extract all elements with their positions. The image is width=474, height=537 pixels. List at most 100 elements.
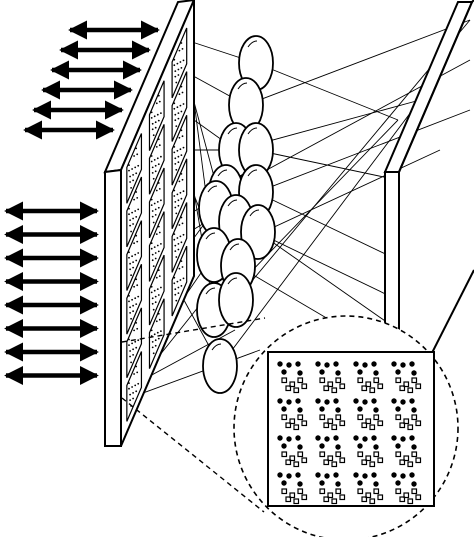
tile-dot — [133, 329, 136, 332]
ray-line — [255, 62, 399, 121]
inset-dot — [353, 361, 359, 367]
inset-dot — [281, 480, 287, 486]
inset-square — [327, 418, 334, 425]
tile-dot — [137, 382, 140, 385]
tile-dot — [176, 62, 179, 65]
tile-dot — [157, 206, 160, 209]
mask-tile — [148, 254, 165, 326]
tile-dot — [182, 59, 185, 62]
tile-dot — [180, 216, 183, 219]
tile-dot — [158, 318, 161, 321]
lens-array — [196, 35, 276, 394]
tile-dot — [132, 179, 135, 182]
inset-square — [297, 488, 304, 495]
tile-dot — [154, 252, 157, 254]
inset-square — [285, 459, 292, 466]
tile-dot — [180, 67, 183, 69]
tile-dot — [154, 170, 157, 173]
inset-square — [365, 455, 372, 462]
inset-square — [373, 451, 380, 458]
inset-square — [373, 488, 380, 495]
tile-dot — [182, 146, 185, 149]
inset-dot — [319, 369, 325, 375]
inset-dot — [319, 406, 325, 412]
tile-dot — [130, 274, 133, 277]
tile-dot — [150, 242, 153, 245]
inset-square — [301, 494, 308, 501]
inset-square — [399, 459, 406, 466]
tile-dot — [179, 235, 182, 238]
tile-dot — [174, 288, 177, 291]
inset-square — [403, 455, 410, 462]
inset-square — [415, 457, 422, 464]
mask-tile — [126, 307, 143, 378]
tile-dot — [156, 244, 159, 247]
mask-tile — [126, 264, 143, 335]
tile-dot — [150, 247, 153, 250]
tile-dot — [128, 164, 130, 167]
tile-dot — [153, 159, 156, 161]
tile-dot — [135, 346, 138, 349]
inset-dot — [371, 361, 377, 367]
tile-dot — [133, 373, 136, 375]
tile-dot — [176, 280, 179, 283]
tile-dot — [150, 155, 153, 157]
tile-dot — [173, 64, 176, 67]
tile-dot — [174, 70, 177, 72]
inset-dot — [333, 435, 339, 441]
tile-dot — [175, 212, 178, 215]
tile-dot — [176, 106, 179, 109]
tile-dot — [177, 248, 180, 251]
tile-dot — [129, 268, 132, 271]
inset-dot — [297, 444, 303, 450]
tile-dot — [157, 119, 160, 122]
tile-dot — [134, 253, 137, 256]
inset-dot — [411, 481, 417, 487]
inset-square — [395, 414, 402, 421]
inset-square — [395, 451, 402, 458]
tile-dot — [151, 215, 154, 218]
inset-square — [407, 461, 414, 468]
inset-square — [293, 461, 300, 468]
tile-dot — [157, 182, 160, 184]
tile-dot — [128, 251, 130, 254]
inset-dot — [324, 436, 330, 442]
inset-square — [339, 383, 346, 390]
tile-dot — [150, 204, 153, 207]
inset-square — [289, 381, 296, 388]
tile-dot — [173, 58, 176, 61]
mask-tile — [148, 124, 165, 195]
inset-square — [335, 414, 342, 421]
inset-square — [289, 492, 296, 499]
inset-square — [365, 418, 372, 425]
tile-dot — [181, 48, 184, 50]
tile-dot — [153, 115, 156, 118]
inset-square — [357, 377, 364, 384]
tile-dot — [156, 288, 159, 290]
inset-dot — [373, 407, 379, 413]
screen-top-edge — [383, 1, 474, 173]
tile-dot — [173, 146, 176, 148]
tile-dot — [179, 61, 182, 63]
tile-dot — [177, 68, 180, 71]
inset-square — [399, 385, 406, 392]
tile-dot — [180, 241, 183, 244]
inset-square — [411, 377, 418, 384]
tile-dot — [157, 337, 160, 340]
tile-dot — [154, 339, 157, 342]
inset-square — [415, 383, 422, 390]
mask-tile — [126, 176, 143, 248]
inset-square — [411, 414, 418, 421]
tile-dot — [179, 104, 182, 107]
tile-dot — [128, 344, 130, 346]
mask-tile — [126, 133, 143, 204]
tile-dot — [131, 255, 134, 258]
tile-dot — [154, 344, 157, 347]
tile-dot — [154, 301, 157, 304]
tile-dot — [135, 303, 138, 305]
mask-tile — [171, 202, 188, 273]
tile-dot — [128, 295, 130, 297]
tile-dot — [129, 262, 132, 265]
inset-square — [357, 451, 364, 458]
